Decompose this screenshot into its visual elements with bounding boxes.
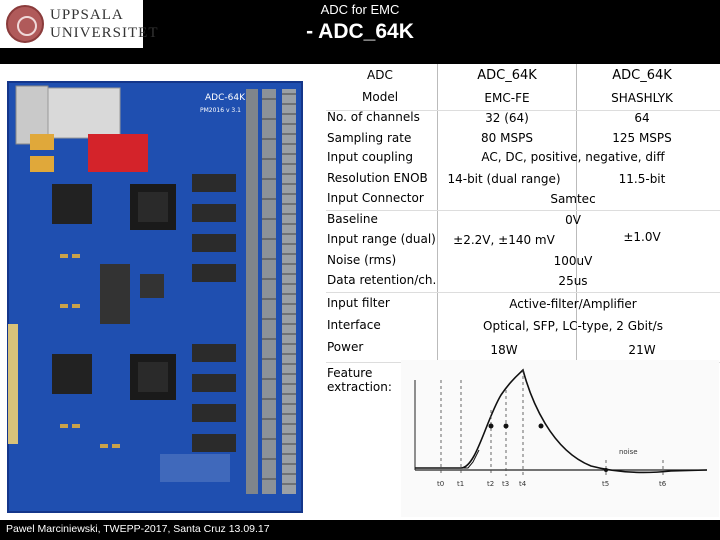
adc-board-photo: ADC-64K PM2016 v 3.1 — [0, 64, 325, 520]
row-label-data-retention: Data retention/ch. — [327, 273, 437, 287]
column-divider — [437, 64, 438, 364]
silk-label-block — [160, 454, 230, 482]
time-markers — [440, 370, 664, 476]
row-divider — [326, 110, 720, 111]
chips — [52, 174, 236, 452]
row-label-noise: Noise (rms) — [327, 253, 397, 267]
university-logo: UPPSALA UNIVERSITET — [0, 0, 158, 48]
slide-header: UPPSALA UNIVERSITET ADC for EMC - ADC_64… — [0, 0, 720, 64]
interface-value: Optical, SFP, LC-type, 2 Gbit/s — [483, 319, 663, 333]
feature-extraction-plot: t0 t1 t2 t3 t4 t5 t6 noise — [401, 360, 719, 517]
row-label-baseline: Baseline — [327, 212, 378, 226]
input-range-v2: ±1.0V — [623, 230, 661, 244]
baseline-value: 0V — [565, 213, 581, 227]
row-label-model: Model — [362, 90, 399, 104]
tick-label-t2: t2 — [487, 480, 494, 488]
noise-value: 100uV — [553, 254, 593, 268]
input-filter-value: Active-filter/Amplifier — [509, 297, 637, 311]
tick-label-t6: t6 — [659, 480, 667, 488]
slide-subtitle: ADC for EMC — [320, 2, 400, 17]
input-range-v1: ±2.2V, ±140 mV — [453, 233, 555, 247]
sampling-v1: 80 MSPS — [481, 131, 533, 145]
marker-dots — [488, 423, 608, 472]
input-coupling-value: AC, DC, positive, negative, diff — [481, 150, 665, 164]
slide-footer: Pawel Marciniewski, TWEPP-2017, Santa Cr… — [0, 520, 720, 540]
sampling-v2: 125 MSPS — [612, 131, 672, 145]
row-label-power: Power — [327, 340, 364, 354]
silk-board-rev: PM2016 v 3.1 — [200, 107, 241, 114]
tick-label-t4: t4 — [519, 480, 527, 488]
power-v1: 18W — [490, 343, 518, 357]
column-divider-2 — [576, 64, 577, 364]
resolution-v2: 11.5-bit — [618, 172, 666, 186]
footer-credit: Pawel Marciniewski, TWEPP-2017, Santa Cr… — [6, 523, 270, 535]
slide-title: - ADC_64K — [306, 20, 414, 43]
tick-label-t5: t5 — [602, 480, 609, 488]
logo-text-line2: UNIVERSITET — [50, 25, 159, 41]
row-label-sampling-rate: Sampling rate — [327, 131, 412, 145]
tick-label-t1: t1 — [457, 480, 464, 488]
edge-connector — [8, 324, 18, 444]
samtec-connectors — [246, 89, 296, 494]
col-header-2: ADC_64K — [612, 68, 672, 83]
data-retention-value: 25us — [558, 274, 588, 288]
channels-v1: 32 (64) — [485, 111, 529, 125]
logo-text: UPPSALA UNIVERSITET — [50, 6, 159, 42]
row-label-interface: Interface — [327, 318, 381, 332]
pulse-curve — [415, 368, 708, 474]
row-label-feature-extraction: Feature extraction: — [327, 366, 392, 394]
row-divider — [326, 210, 720, 211]
connector-pins — [262, 93, 296, 485]
silk-board-name: ADC-64K — [205, 93, 246, 103]
channels-v2: 64 — [634, 111, 650, 125]
noise-annotation: noise — [619, 448, 638, 456]
tick-label-t0: t0 — [437, 480, 444, 488]
power-v2: 21W — [628, 343, 656, 357]
tick-label-t3: t3 — [502, 480, 509, 488]
red-daughterboard — [88, 134, 148, 172]
resolution-v1: 14-bit (dual range) — [447, 172, 561, 186]
col-header-1: ADC_64K — [477, 68, 537, 83]
row-divider — [326, 292, 720, 293]
row-label-input-connector: Input Connector — [327, 191, 424, 205]
input-connector-value: Samtec — [550, 192, 596, 206]
passive-components — [60, 254, 120, 448]
row-label-channels: No. of channels — [327, 110, 420, 124]
sfp-module — [47, 87, 121, 139]
university-seal-icon — [6, 5, 44, 43]
row-label-adc: ADC — [367, 68, 393, 82]
model-v1: EMC-FE — [484, 91, 530, 105]
row-label-input-filter: Input filter — [327, 296, 390, 310]
logo-text-line1: UPPSALA — [50, 7, 124, 23]
model-v2: SHASHLYK — [611, 91, 673, 105]
row-label-input-coupling: Input coupling — [327, 150, 413, 164]
row-label-input-range: Input range (dual) — [327, 232, 436, 246]
row-label-resolution: Resolution ENOB — [327, 171, 428, 185]
